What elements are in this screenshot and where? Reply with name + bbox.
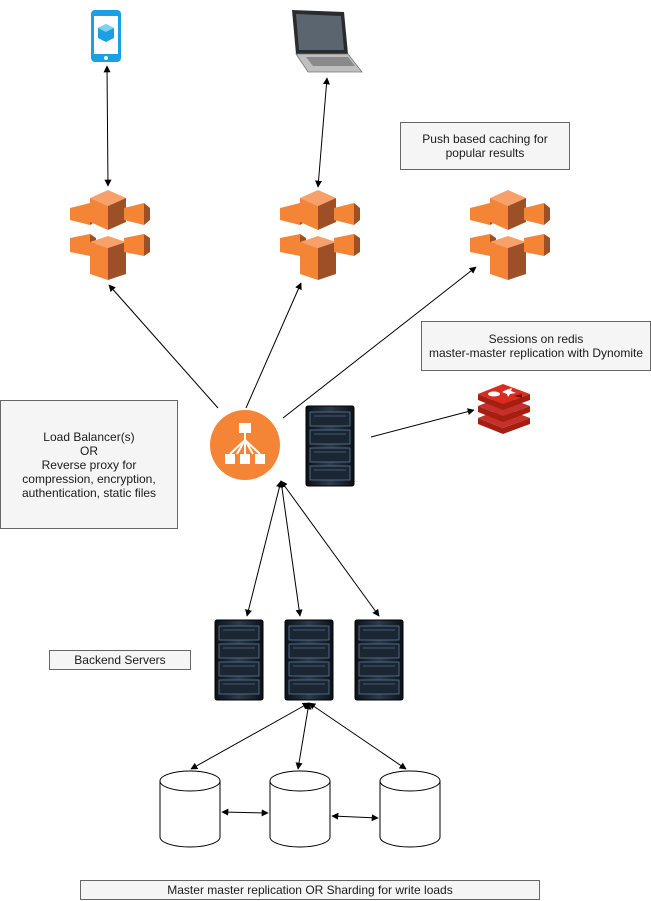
note-backend-servers: Backend Servers	[49, 650, 191, 670]
connector-laptop-cache	[315, 77, 330, 188]
connector-mobile-cache	[103, 65, 112, 187]
connector-db-middle-right	[331, 812, 379, 822]
note-push-caching: Push based caching for popular results	[400, 122, 570, 170]
note-sessions: Sessions on redis master-master replicat…	[421, 321, 651, 371]
redis-icon	[478, 384, 530, 434]
connector-backend-db-middle	[295, 702, 312, 770]
note-database-text: Master master replication OR Sharding fo…	[167, 883, 453, 897]
connector-db-left-middle	[221, 808, 269, 817]
server-rack-icon	[214, 619, 264, 701]
connector-lb-backend-left	[245, 480, 283, 617]
connector-lb-cache-right	[282, 266, 477, 419]
database-icon	[269, 770, 331, 848]
connector-lb-backend-right	[280, 480, 380, 617]
server-rack-icon	[284, 619, 334, 701]
server-rack-icon	[354, 619, 404, 701]
server-rack-icon	[305, 405, 355, 487]
connector-rack-redis	[370, 408, 475, 438]
note-load-balancer: Load Balancer(s) OR Reverse proxy for co…	[0, 400, 178, 529]
cloudfront-cache-icon	[470, 190, 550, 280]
connector-lb-cache-middle	[245, 282, 302, 409]
note-backend-servers-text: Backend Servers	[74, 653, 166, 667]
note-load-balancer-text: Load Balancer(s) OR Reverse proxy for co…	[21, 429, 157, 500]
cloudfront-cache-icon	[70, 190, 150, 280]
connector-backend-db-left	[190, 702, 310, 770]
note-push-caching-text: Push based caching for popular results	[422, 132, 548, 160]
connector-lb-backend-middle	[278, 480, 303, 617]
database-icon	[159, 770, 221, 848]
note-sessions-text: Sessions on redis master-master replicat…	[428, 332, 644, 360]
laptop-icon	[292, 10, 363, 73]
connector-backend-db-right	[308, 702, 407, 770]
mobile-phone-icon	[91, 10, 121, 62]
note-database: Master master replication OR Sharding fo…	[80, 880, 540, 900]
load-balancer-icon	[210, 410, 280, 480]
connector-lb-cache-left	[108, 284, 219, 409]
cloudfront-cache-icon	[280, 190, 360, 280]
database-icon	[379, 770, 441, 848]
